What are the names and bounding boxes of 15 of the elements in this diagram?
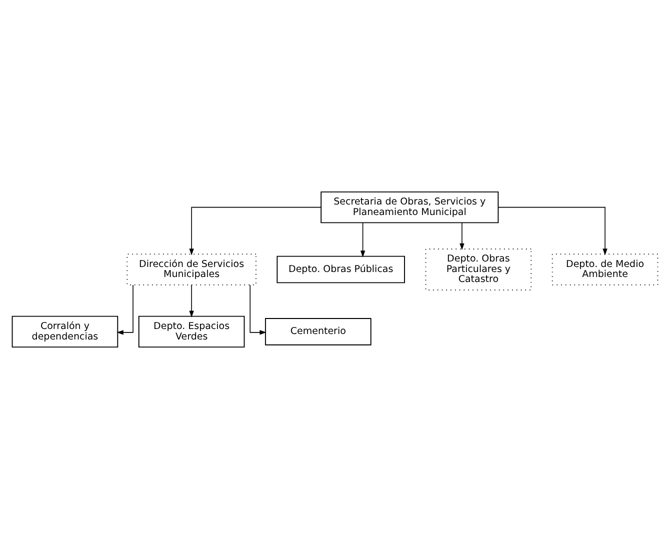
node-box: Cementerio	[265, 318, 372, 345]
arrow	[116, 284, 134, 334]
arrow	[460, 222, 464, 250]
node-box: Dirección de Servicios Municipales	[126, 253, 256, 285]
node-box: Depto. Obras Públicas	[276, 255, 405, 283]
arrow	[189, 284, 194, 317]
arrow	[189, 206, 322, 255]
node-box: Depto. Obras Particulares y Catastro	[425, 248, 532, 290]
arrow	[360, 222, 366, 257]
node-box: Corralón y dependencias	[12, 315, 118, 348]
node-box: Depto. de Medio Ambiente	[552, 253, 658, 285]
arrow	[498, 206, 608, 255]
arrow	[250, 284, 266, 334]
node-box: Depto. Espacios Verdes	[138, 315, 245, 348]
node-box: Secretaria de Obras, Servicios y Planeamiento Municipal	[320, 190, 499, 223]
